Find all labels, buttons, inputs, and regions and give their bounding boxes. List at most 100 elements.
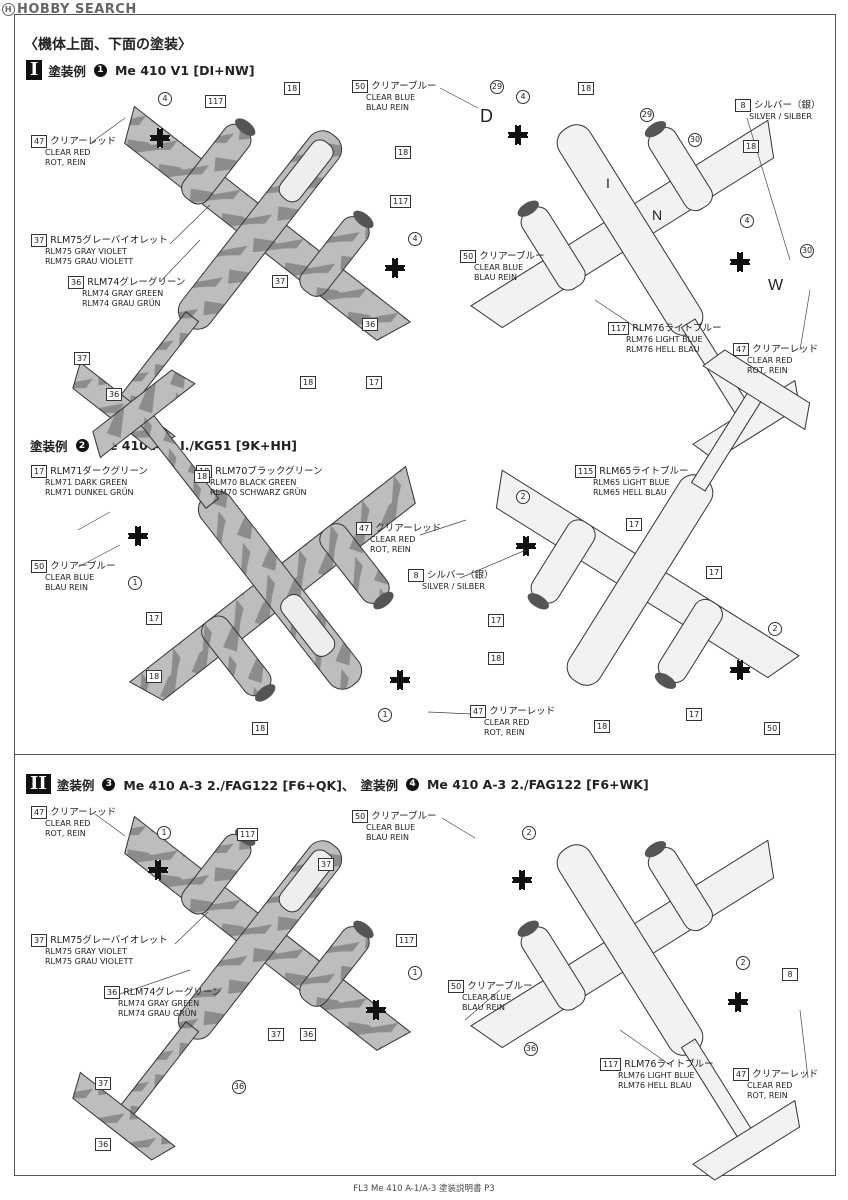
color-name-jp: RLM76ライトブルー: [632, 322, 722, 334]
color-name-de: RLM75 GRAU VIOLETT: [45, 957, 134, 966]
color-name-en: RLM75 GRAY VIOLET: [45, 247, 127, 256]
color-code-chip: 50: [352, 80, 369, 93]
plane-4-bottom: [495, 349, 811, 689]
plane-6-bottom: [470, 839, 801, 1181]
color-name-en: CLEAR RED: [484, 718, 530, 727]
callout-number: 1: [408, 966, 422, 980]
callout-number: 18: [395, 146, 412, 159]
color-name-en: CLEAR RED: [747, 356, 793, 365]
color-name-de: BLAU REIN: [474, 273, 517, 282]
color-code-chip: 8: [408, 569, 424, 582]
page-frame: [14, 14, 836, 1176]
scheme-name: Me 410 V1 [DI+NW]: [114, 62, 255, 78]
color-name-jp: クリアーレッド: [752, 343, 819, 355]
scheme-name: Me 410 A-3 2./FAG122 [F6+QK]、: [123, 777, 355, 793]
scheme-name: Me 410 A-3 2./FAG122 [F6+WK]: [426, 776, 649, 792]
color-name-en: RLM75 GRAY VIOLET: [45, 947, 127, 956]
color-name-de: ROT, REIN: [747, 1091, 788, 1100]
callout-number: 36: [362, 318, 379, 331]
color-name-en: CLEAR BLUE: [474, 263, 524, 272]
callout-number: 4: [516, 90, 530, 104]
color-name-de: BLAU REIN: [366, 833, 409, 842]
color-name-jp: RLM74グレーグリーン: [123, 986, 222, 998]
color-code-chip: 50: [352, 810, 369, 823]
color-code-chip: 47: [31, 806, 48, 819]
callout-number: 18: [578, 82, 595, 95]
color-name-jp: RLM75グレーバイオレット: [50, 934, 168, 946]
color-name-jp: クリアーブルー: [467, 980, 533, 992]
color-name-en: RLM71 DARK GREEN: [45, 478, 128, 487]
callout-number: 2: [516, 490, 530, 504]
color-code-chip: 117: [608, 322, 630, 335]
color-name-en: RLM74 GRAY GREEN: [82, 289, 164, 298]
color-name-en: SILVER / SILBER: [422, 582, 485, 591]
color-callout: 18RLM70ブラックグリーン RLM70 BLACK GREEN RLM70 …: [196, 465, 323, 498]
color-name-jp: RLM70ブラックグリーン: [215, 465, 323, 477]
color-name-en: CLEAR RED: [45, 819, 91, 828]
callout-number: 2: [522, 826, 536, 840]
watermark: H HOBBY SEARCH: [2, 2, 137, 17]
color-name-jp: クリアーレッド: [752, 1068, 819, 1080]
color-name-de: ROT, REIN: [45, 158, 86, 167]
callout-number: 18: [594, 720, 611, 733]
color-code-chip: 17: [31, 465, 48, 478]
color-name-de: ROT, REIN: [747, 366, 788, 375]
color-name-de: RLM75 GRAU VIOLETT: [45, 257, 134, 266]
color-name-jp: クリアーレッド: [50, 135, 117, 147]
color-code-chip: 47: [31, 135, 48, 148]
color-name-en: SILVER / SILBER: [749, 112, 812, 121]
color-name-jp: RLM76ライトブルー: [624, 1058, 714, 1070]
svg-text:D: D: [480, 106, 493, 126]
callout-number: 37: [268, 1028, 285, 1041]
callout-number: 17: [146, 612, 163, 625]
plane-5-top: [72, 815, 412, 1161]
color-name-en: RLM76 LIGHT BLUE: [626, 335, 703, 344]
color-name-en: RLM65 LIGHT BLUE: [593, 478, 670, 487]
callout-number: 2: [768, 622, 782, 636]
callout-number: 36: [106, 388, 123, 401]
color-code-chip: 47: [470, 705, 487, 718]
color-name-jp: クリアーブルー: [371, 80, 437, 92]
color-code-chip: 47: [733, 343, 750, 356]
color-code-chip: 36: [68, 276, 85, 289]
callout-number: 37: [74, 352, 91, 365]
scheme-number: 4: [405, 777, 419, 791]
section-roman-1: I: [26, 60, 43, 80]
color-name-en: RLM70 BLACK GREEN: [210, 478, 297, 487]
callout-number: 37: [95, 1077, 112, 1090]
callout-number: 36: [232, 1080, 246, 1094]
plane-3-top: [92, 369, 416, 702]
svg-text:W: W: [768, 277, 784, 294]
page-footer: FL3 Me 410 A-1/A-3 塗装説明書 P3: [353, 1184, 495, 1194]
watermark-text: HOBBY SEARCH: [17, 2, 137, 17]
callout-number: 117: [205, 95, 227, 108]
color-name-de: ROT, REIN: [484, 728, 525, 737]
callout-number: 17: [366, 376, 383, 389]
color-name-en: CLEAR BLUE: [45, 573, 95, 582]
color-code-chip: 47: [356, 522, 373, 535]
scheme-prefix: 塗装例: [360, 777, 398, 793]
callout-number: 1: [128, 576, 142, 590]
color-code-chip: 50: [31, 560, 48, 573]
color-name-jp: シルバー（銀）: [754, 99, 821, 111]
color-name-de: RLM76 HELL BLAU: [618, 1081, 692, 1090]
plane-1-top: [72, 105, 412, 451]
color-code-chip: 36: [104, 986, 121, 999]
callout-number: 8: [782, 968, 798, 981]
color-name-jp: クリアーブルー: [50, 560, 116, 572]
callout-number: 1: [378, 708, 392, 722]
callout-number: 17: [626, 518, 643, 531]
